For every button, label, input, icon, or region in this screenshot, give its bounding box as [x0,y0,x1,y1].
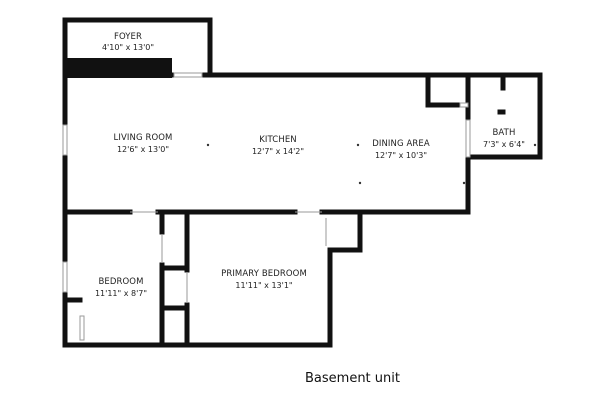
living-room-dims: 12'6" x 13'0" [117,145,169,154]
walls [62,17,543,348]
primary-bedroom-name: PRIMARY BEDROOM [221,269,307,279]
fixture-dot [533,143,537,147]
foyer-fill-block [65,58,172,78]
plan-caption: Basement unit [305,371,400,386]
dining-area-name: DINING AREA [372,139,430,149]
fixture-dot [356,143,360,147]
fixture-dot [358,181,362,185]
foyer-name: FOYER [114,32,142,42]
fixture-dot [462,181,466,185]
bedroom-name: BEDROOM [98,277,143,287]
bath-dims: 7'3" x 6'4" [483,140,525,149]
kitchen-name: KITCHEN [259,135,297,145]
door-marks [130,211,327,303]
window [465,119,471,158]
bath-name: BATH [493,128,516,138]
dining-area-dims: 12'7" x 10'3" [375,151,427,160]
window [62,261,68,293]
fixture-dot [206,143,210,147]
fixture-dots [206,143,537,185]
window [62,124,68,156]
living-room-name: LIVING ROOM [114,133,173,143]
window [459,102,469,108]
windows [62,72,471,341]
window [79,315,85,341]
foyer-dims: 4'10" x 13'0" [102,43,154,52]
kitchen-dims: 12'7" x 14'2" [252,147,304,156]
window [173,72,203,78]
bedroom-dims: 11'11" x 8'7" [95,289,147,298]
primary-bedroom-dims: 11'11" x 13'1" [235,281,292,290]
